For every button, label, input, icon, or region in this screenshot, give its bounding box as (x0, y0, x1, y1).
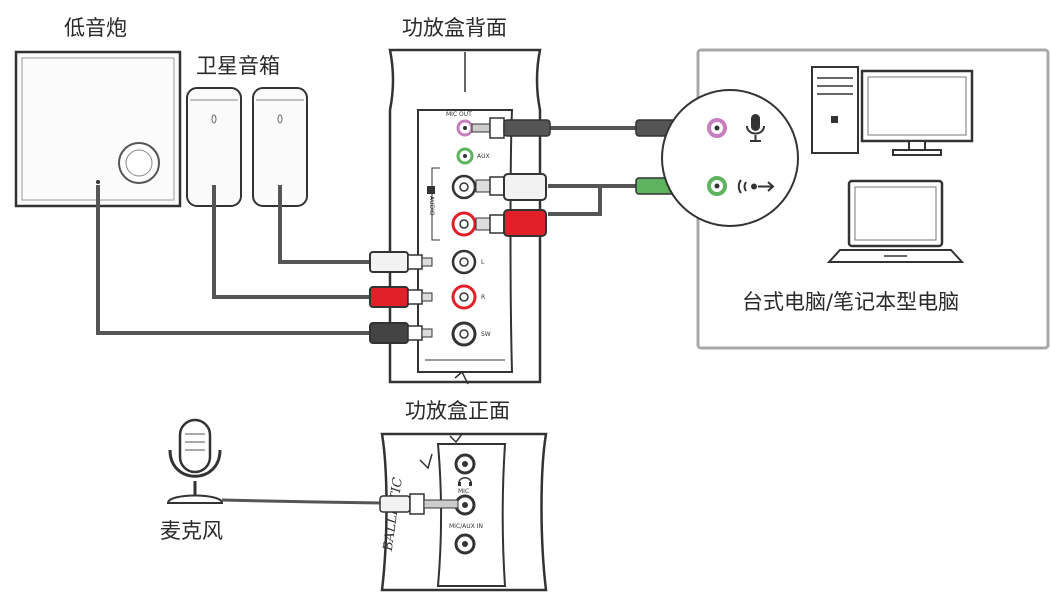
microphone-icon (746, 114, 765, 142)
cable-satellite-right-to-left-jack (278, 185, 372, 264)
laptop-icon (826, 179, 965, 263)
rca-plug-white-left (369, 251, 433, 273)
microphone-stand-icon (166, 418, 224, 504)
cable-microphone (221, 498, 383, 505)
rca-plug-red-audio (475, 209, 547, 237)
computer-port-zoom (661, 89, 799, 227)
rca-plug-white-audio (475, 173, 547, 201)
speaker-audio-icon (737, 179, 775, 194)
label-front-aux-in: MIC/AUX IN (449, 523, 483, 530)
plug-mic-out-amp (471, 117, 551, 139)
headphone-icon (458, 477, 472, 486)
rca-plug-dark-sw (369, 322, 433, 344)
label-satellite-speakers: 卫星音箱 (196, 54, 280, 78)
desktop-computer-icon (811, 66, 974, 156)
label-aux: AUX (477, 153, 490, 160)
label-amp-front: 功放盒正面 (405, 399, 510, 423)
label-microphone: 麦克风 (160, 519, 223, 543)
cable-satellite-left-to-right-jack (212, 185, 372, 299)
subwoofer (14, 50, 182, 208)
amp-back-jacks (427, 119, 477, 347)
amp-front-body (380, 432, 548, 592)
label-left: L (481, 259, 485, 266)
label-audio: AUDIO (428, 196, 435, 216)
rca-plug-red-right (369, 286, 433, 308)
cable-audio (548, 184, 640, 216)
label-mic-out: MIC OUT (446, 111, 472, 118)
label-amp-back: 功放盒背面 (402, 16, 507, 40)
plug-microphone-front (379, 493, 459, 515)
label-right: R (481, 294, 485, 301)
cable-subwoofer-to-sw-jack (96, 185, 372, 335)
label-sw: SW (481, 331, 491, 338)
label-front-mic: MIC (458, 488, 469, 495)
label-computer: 台式电脑/笔记本型电脑 (742, 290, 960, 314)
label-subwoofer: 低音炮 (64, 16, 127, 40)
